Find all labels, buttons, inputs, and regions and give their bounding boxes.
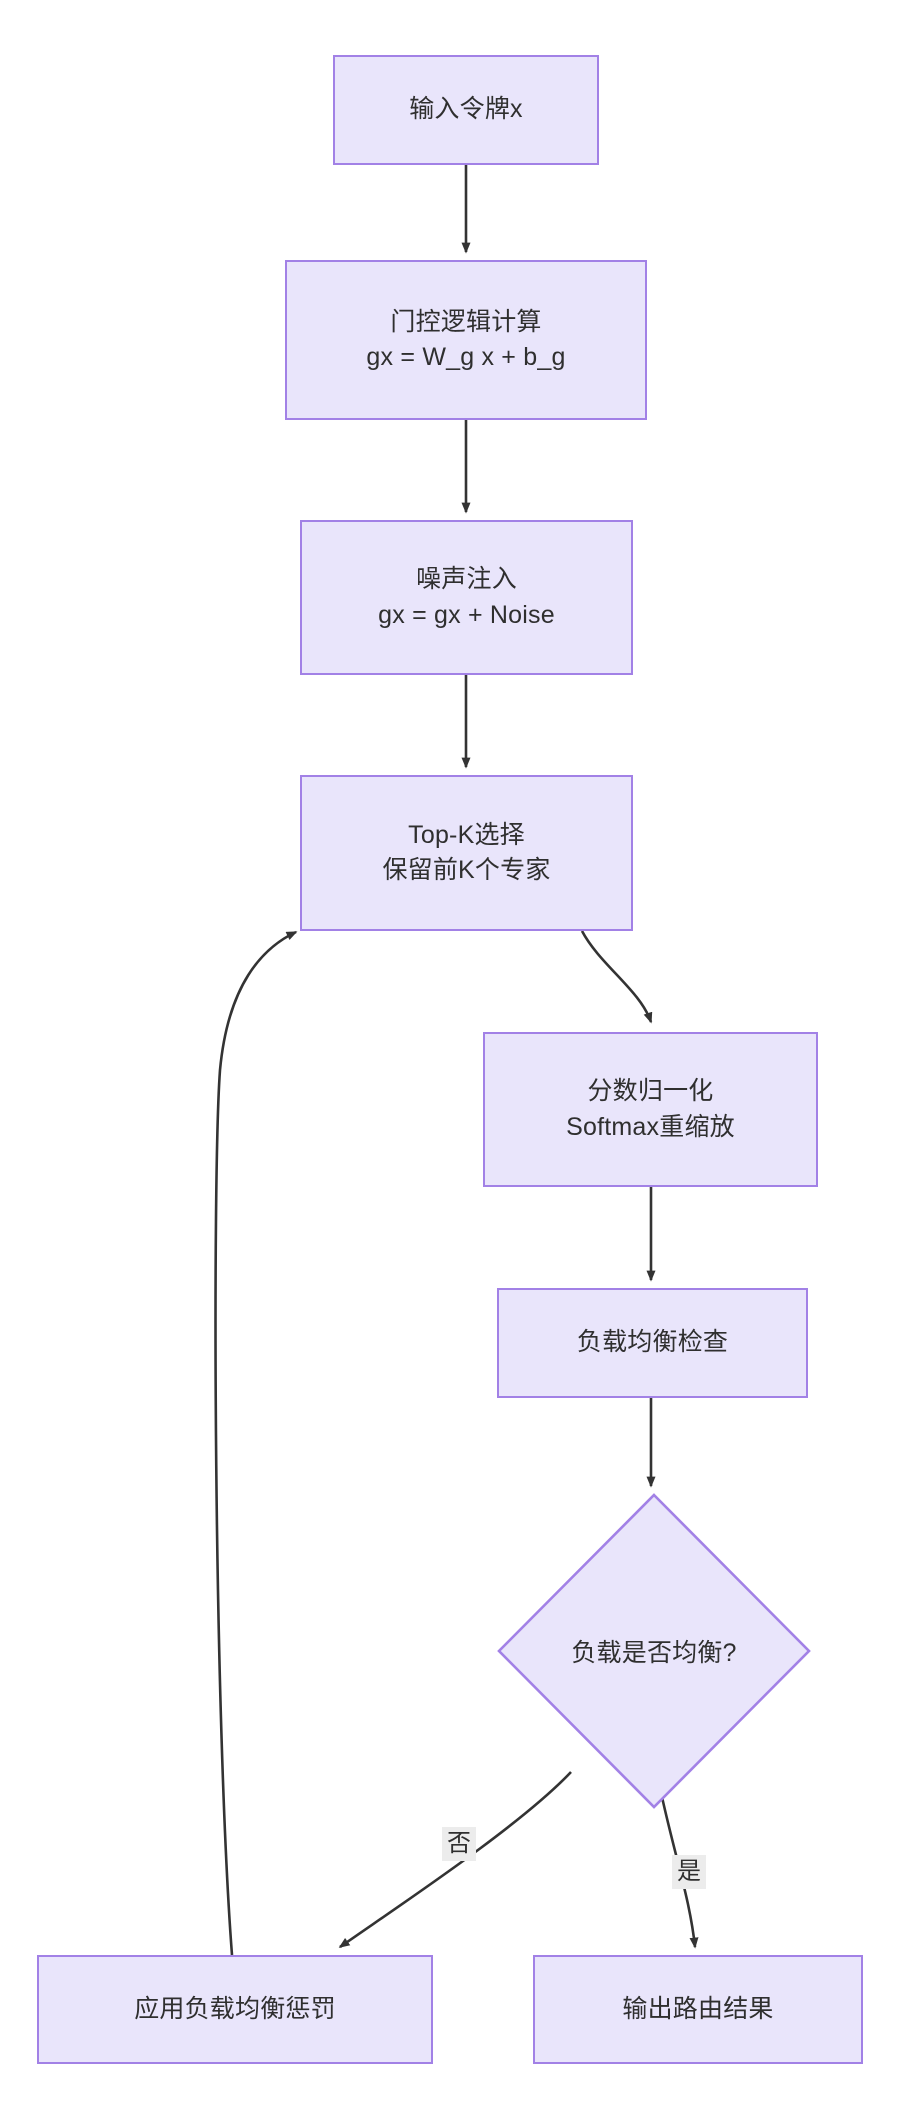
node-topk-selection-line2: 保留前K个专家 <box>382 856 551 884</box>
node-apply-load-balance-penalty-line1: 应用负载均衡惩罚 <box>134 1994 336 2023</box>
node-score-normalization[interactable]: 分数归一化 Softmax重缩放 <box>483 1032 818 1187</box>
node-apply-load-balance-penalty[interactable]: 应用负载均衡惩罚 <box>37 1955 433 2064</box>
node-load-balanced-decision[interactable]: 负载是否均衡? <box>497 1493 811 1809</box>
node-load-balance-check-line1: 负载均衡检查 <box>576 1328 729 1357</box>
node-gating-logic-line2: gx = W_g x + b_g <box>366 343 566 371</box>
node-score-normalization-line2: Softmax重缩放 <box>566 1112 735 1141</box>
node-score-normalization-line1: 分数归一化 <box>587 1077 714 1105</box>
node-load-balanced-decision-label: 负载是否均衡? <box>571 1639 737 1667</box>
node-output-routing-result-line1: 输出路由结果 <box>622 1994 774 2023</box>
node-noise-injection-line2: gx = gx + Noise <box>378 600 555 629</box>
node-input[interactable]: 输入令牌x <box>333 55 599 165</box>
node-output-routing-result[interactable]: 输出路由结果 <box>533 1955 863 2064</box>
node-gating-logic-line1: 门控逻辑计算 <box>390 307 542 336</box>
node-noise-injection-line1: 噪声注入 <box>416 565 517 593</box>
node-load-balance-check[interactable]: 负载均衡检查 <box>497 1288 808 1398</box>
node-topk-selection-line1: Top-K选择 <box>408 820 525 849</box>
edge-topk-softmax <box>580 930 653 1024</box>
node-gating-logic[interactable]: 门控逻辑计算 gx = W_g x + b_g <box>285 260 647 420</box>
edge-penalty-topk <box>214 930 298 1956</box>
node-noise-injection[interactable]: 噪声注入 gx = gx + Noise <box>300 520 633 675</box>
node-input-line1: 输入令牌x <box>409 95 523 124</box>
diamond-shape <box>497 1493 811 1809</box>
edge-label-yes: 是 <box>672 1855 706 1889</box>
node-topk-selection[interactable]: Top-K选择 保留前K个专家 <box>300 775 633 931</box>
edge-label-no: 否 <box>442 1827 476 1861</box>
